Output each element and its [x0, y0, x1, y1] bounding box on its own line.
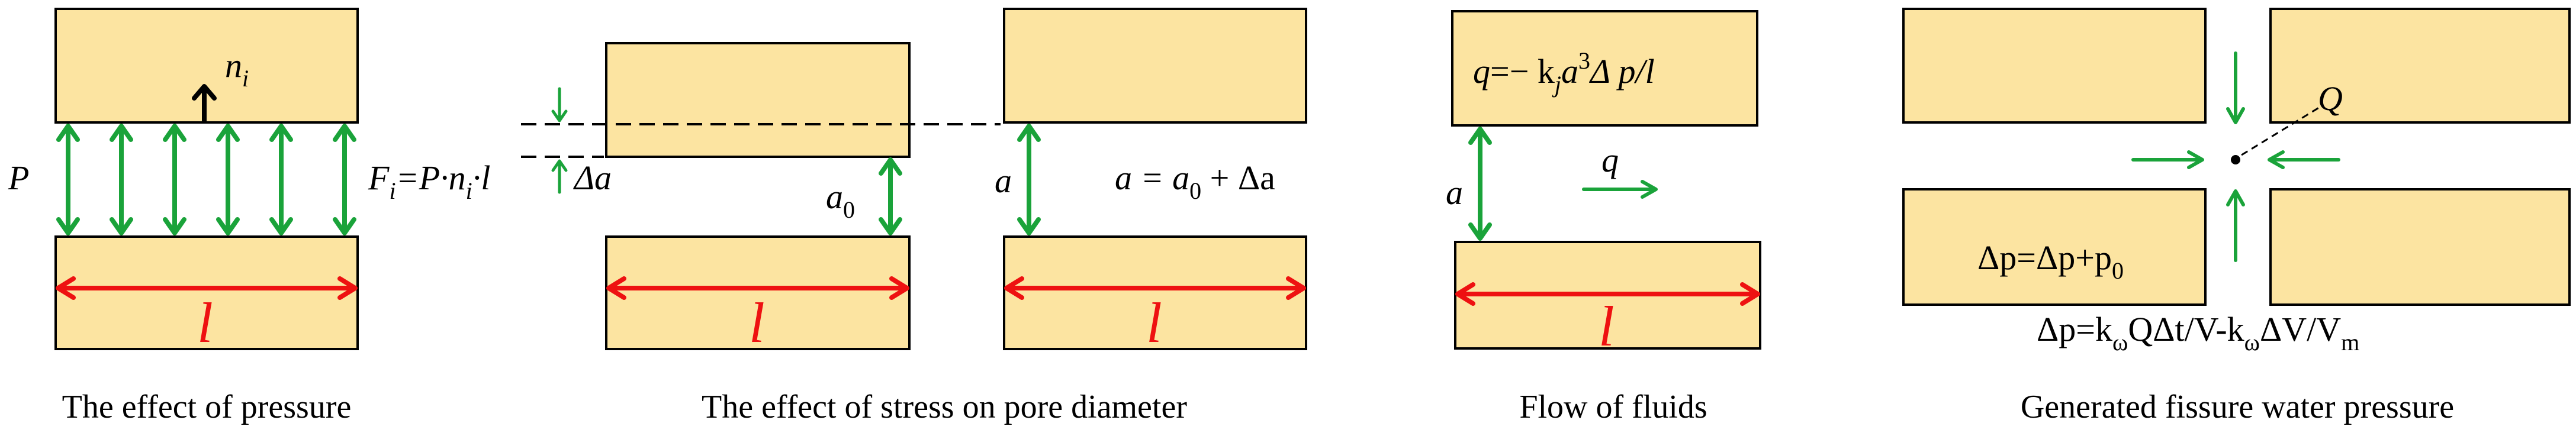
delta-a-label: Δa [573, 159, 612, 197]
length-label-left: l [749, 291, 765, 354]
block-bottom-left [1902, 188, 2207, 306]
length-label-right: l [1146, 291, 1162, 354]
flow-equation: q=− kja3Δ p/l [1473, 47, 1655, 98]
source-label: Q [2318, 79, 2343, 118]
upper-block [1451, 10, 1758, 127]
aperture-arrow [1468, 127, 1492, 241]
lower-block-right [1003, 235, 1307, 350]
caption-fissure-pressure: Generated fissure water pressure [2021, 389, 2454, 425]
pressure-main-equation: Δp=kωQΔt/V-kωΔV/Vm [2037, 310, 2359, 356]
source-leader-line [2241, 105, 2321, 156]
aperture-a0-arrow [879, 157, 902, 235]
delta-a-marker [551, 87, 568, 194]
panel-pressure: ni P Fi=P·ni·l l The effect of pressure [8, 8, 490, 425]
length-arrow-left [606, 276, 909, 300]
inflow-arrow-right [2268, 150, 2340, 169]
caption-pressure: The effect of pressure [62, 389, 352, 425]
aperture-equation: a = a0 + Δa [1115, 159, 1275, 204]
force-equation: Fi=P·ni·l [368, 159, 490, 204]
block-top-left [1902, 8, 2207, 124]
pressure-arrow [56, 124, 80, 235]
lower-block-left [605, 235, 911, 350]
pressure-update-equation: Δp=Δp+p0 [1977, 238, 2124, 284]
pressure-label: P [8, 159, 29, 197]
panel-stress: Δa a0 a a = a0 + Δa l l The eff [521, 8, 1307, 425]
flow-label: q [1601, 141, 1619, 179]
pressure-arrow [163, 124, 186, 235]
flow-direction-arrow [1582, 180, 1658, 199]
length-arrow [1455, 282, 1760, 306]
pressure-arrows [56, 124, 356, 235]
upper-block-left [605, 42, 911, 158]
pressure-arrow [110, 124, 133, 235]
aperture-a-arrow [1017, 124, 1041, 235]
upper-block-right [1003, 8, 1307, 124]
inflow-arrow-bottom [2226, 189, 2245, 262]
length-arrow-right [1004, 276, 1306, 300]
lower-block [54, 235, 359, 350]
block-bottom-right [2269, 188, 2571, 306]
inflow-arrow-left [2131, 150, 2204, 169]
aperture-a0-label: a0 [826, 177, 855, 223]
caption-flow: Flow of fluids [1519, 389, 1707, 425]
normal-vector-label: ni [225, 46, 249, 92]
panel-fissure-pressure: Q Δp=Δp+p0 Δp=kωQΔt/V-kωΔV/Vm Generated … [1902, 8, 2571, 425]
aperture-a-label: a [995, 162, 1012, 200]
inflow-arrows [2131, 51, 2340, 262]
length-arrow [56, 276, 358, 300]
caption-stress: The effect of stress on pore diameter [702, 389, 1187, 425]
block-top-right [2269, 8, 2571, 124]
panel-flow: q=− kja3Δ p/l a q l Flow of fluids [1446, 10, 1761, 425]
pressure-arrow [333, 124, 356, 235]
length-label: l [197, 291, 213, 354]
aperture-label: a [1446, 173, 1463, 212]
normal-vector-arrow [192, 84, 217, 124]
source-node [2231, 155, 2240, 164]
pressure-arrow [269, 124, 293, 235]
inflow-arrow-top [2226, 51, 2245, 124]
pressure-arrow [216, 124, 240, 235]
length-label: l [1599, 295, 1615, 358]
